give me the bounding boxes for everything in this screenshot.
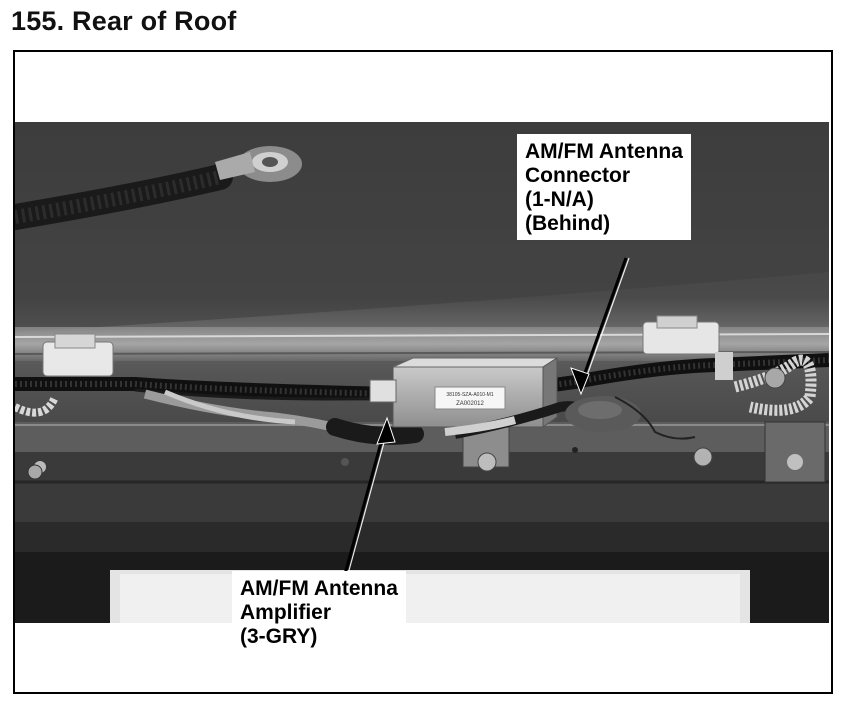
callout-line: AM/FM Antenna — [525, 140, 683, 163]
callout-line: Amplifier — [240, 601, 332, 624]
callout-line: AM/FM Antenna — [240, 577, 398, 600]
page-title: 155. Rear of Roof — [11, 6, 237, 36]
callout-antenna-connector: AM/FM Antenna Connector (1-N/A) (Behind) — [517, 134, 691, 240]
callout-line: (3-GRY) — [240, 625, 318, 648]
roof-photo: 38105-SZA-A010-M1 ZA002012 — [15, 122, 829, 623]
callout-line: Connector — [525, 164, 630, 187]
svg-text:ZA002012: ZA002012 — [456, 401, 484, 407]
callout-antenna-amplifier: AM/FM Antenna Amplifier (3-GRY) — [232, 571, 406, 653]
callout-line: (Behind) — [525, 212, 611, 235]
callout-line: (1-N/A) — [525, 188, 594, 211]
svg-text:38105-SZA-A010-M1: 38105-SZA-A010-M1 — [446, 392, 493, 398]
